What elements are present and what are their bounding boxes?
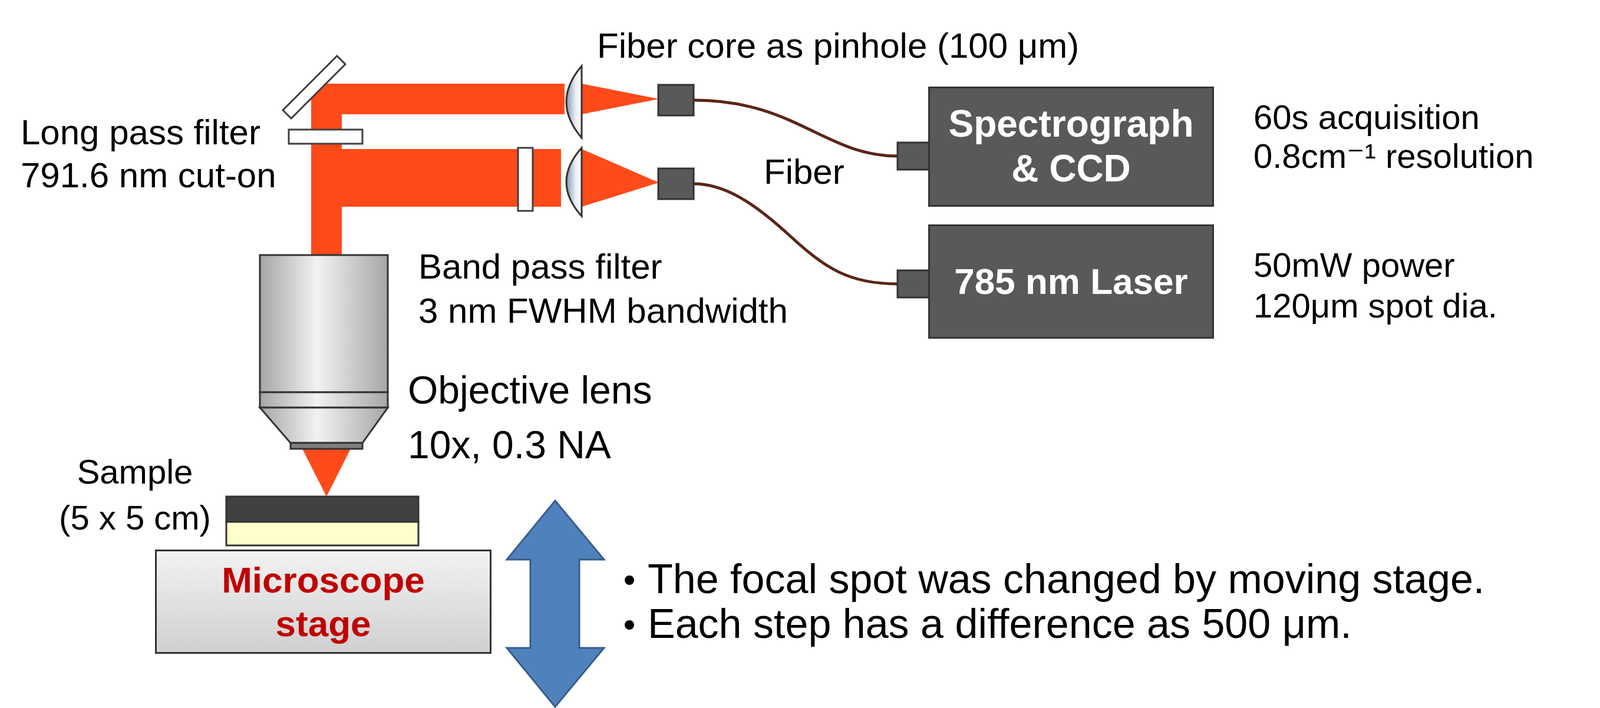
annotation-label: Objective lens (407, 367, 653, 414)
annotation-label: Band pass filter (418, 245, 663, 289)
band-pass-filter (518, 147, 533, 211)
box-label: Spectrograph & CCD (944, 101, 1199, 191)
fiber-connector (897, 270, 930, 298)
bullet-text: Each step has a difference as 500 μm. (647, 599, 1352, 649)
box-label: Microscope stage (170, 558, 476, 645)
annotation-label: 3 nm FWHM bandwidth (418, 289, 788, 333)
objective-lens (259, 392, 388, 408)
microscope-stage-box: Microscope stage (154, 549, 492, 654)
annotation-label: (5 x 5 cm) (58, 497, 211, 539)
objective-lens (259, 407, 388, 444)
mirror (282, 55, 346, 119)
objective-lens (259, 255, 388, 393)
annotation-label: 120μm spot dia. (1253, 285, 1498, 327)
fiber-connector (658, 84, 694, 116)
optical-fiber (693, 183, 898, 285)
objective-lens (290, 443, 363, 450)
sample-substrate (226, 522, 419, 546)
fiber-connector (897, 142, 930, 170)
annotation-label: Fiber core as pinhole (100 μm) (596, 24, 1080, 68)
spectrograph-box: Spectrograph & CCD (928, 86, 1214, 207)
laser-box: 785 nm Laser (928, 224, 1214, 339)
plano-convex-lens (566, 147, 582, 217)
focused-beam (581, 83, 659, 115)
annotation-label: 0.8cm⁻¹ resolution (1253, 135, 1534, 177)
annotation-label: Long pass filter (20, 111, 261, 154)
box-label: 785 nm Laser (954, 259, 1188, 303)
optical-fiber (693, 100, 898, 157)
annotation-label: 791.6 nm cut-on (20, 154, 277, 197)
annotation-label: Sample (77, 451, 194, 493)
focused-beam (301, 447, 352, 497)
fiber-connector (658, 168, 694, 200)
annotation-label: 60s acquisition (1253, 96, 1480, 138)
sample-layer (226, 496, 419, 523)
bullet-dot (624, 575, 635, 586)
plano-convex-lens (566, 66, 582, 138)
double-arrow (506, 500, 605, 708)
bullet-dot (624, 620, 635, 630)
annotation-label: Fiber (760, 150, 849, 194)
annotation-label: 50mW power (1253, 244, 1456, 286)
laser-beam (311, 83, 565, 115)
bullet-text: The focal spot was changed by moving sta… (647, 554, 1485, 605)
focused-beam (581, 149, 659, 207)
annotation-label: 10x, 0.3 NA (407, 421, 612, 469)
long-pass-filter (288, 129, 363, 144)
